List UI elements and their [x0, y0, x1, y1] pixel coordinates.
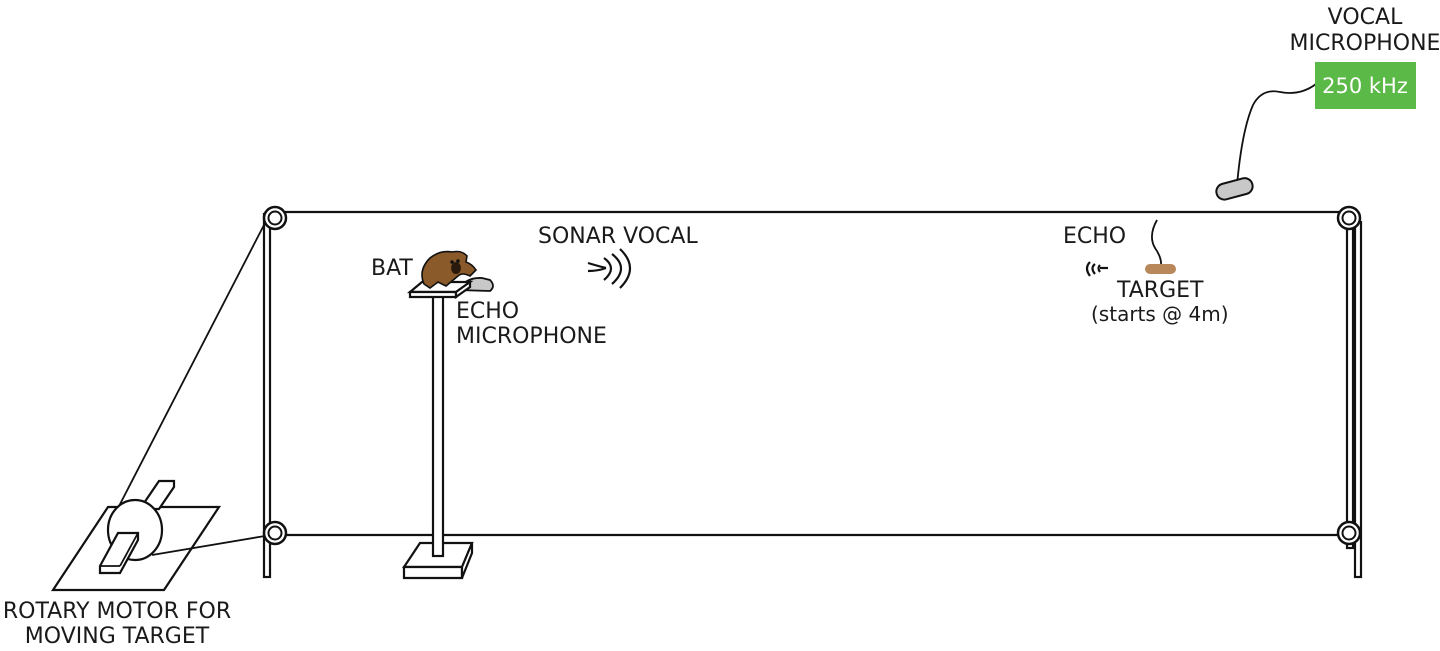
motor-label-line1: ROTARY MOTOR FOR: [3, 599, 231, 624]
motor-base-plate: [50, 505, 222, 592]
echo-mic-label-line1: ECHO: [456, 299, 519, 324]
target-body-icon: [1145, 264, 1176, 274]
echo-waves-icon: [1085, 261, 1108, 277]
echo-mic-label-line2: MICROPHONE: [456, 324, 607, 349]
right-pole: [1345, 216, 1355, 550]
stand-base-side: [402, 565, 464, 580]
vocal-mic-label-line2: MICROPHONE: [1290, 31, 1440, 56]
sonar-vocal-label: SONAR VOCAL: [538, 224, 698, 249]
bat-icon: [421, 250, 478, 289]
pulley-top-right: [1336, 205, 1362, 231]
vocal-mic-body-icon: [1215, 177, 1254, 201]
motor-shaft-front: [98, 531, 140, 575]
pulley-top-left: [262, 205, 288, 231]
rotary-motor: [50, 222, 266, 592]
motor-cable-bottom: [151, 535, 266, 556]
motor-cable-top: [116, 222, 266, 511]
flight-frame: [262, 205, 1363, 579]
stand-base-right: [460, 542, 474, 579]
motor-label-line2: MOVING TARGET: [25, 624, 210, 649]
target-start-label: (starts @ 4m): [1091, 302, 1229, 326]
target: [1145, 219, 1176, 274]
bat-label: BAT: [371, 256, 413, 281]
stand-platform-front: [408, 290, 458, 299]
echo-label: ECHO: [1063, 224, 1126, 249]
pulley-bottom-left: [262, 520, 288, 546]
frequency-badge: [1315, 62, 1416, 109]
target-label: TARGET: [1116, 278, 1204, 303]
sonar-waves-icon: [587, 248, 632, 289]
bat-stand: [401, 250, 494, 580]
vocal-mic-cable: [1236, 83, 1317, 186]
vocal-microphone: 250 kHz: [1215, 62, 1416, 201]
motor-shaft-edge2: [119, 532, 139, 567]
target-string: [1151, 219, 1163, 267]
frequency-badge-text: 250 kHz: [1322, 74, 1408, 98]
vocal-mic-label-line1: VOCAL: [1328, 5, 1403, 30]
stand-platform-side: [454, 279, 472, 300]
pulley-bottom-right: [1336, 520, 1362, 546]
stand-post: [431, 294, 445, 558]
